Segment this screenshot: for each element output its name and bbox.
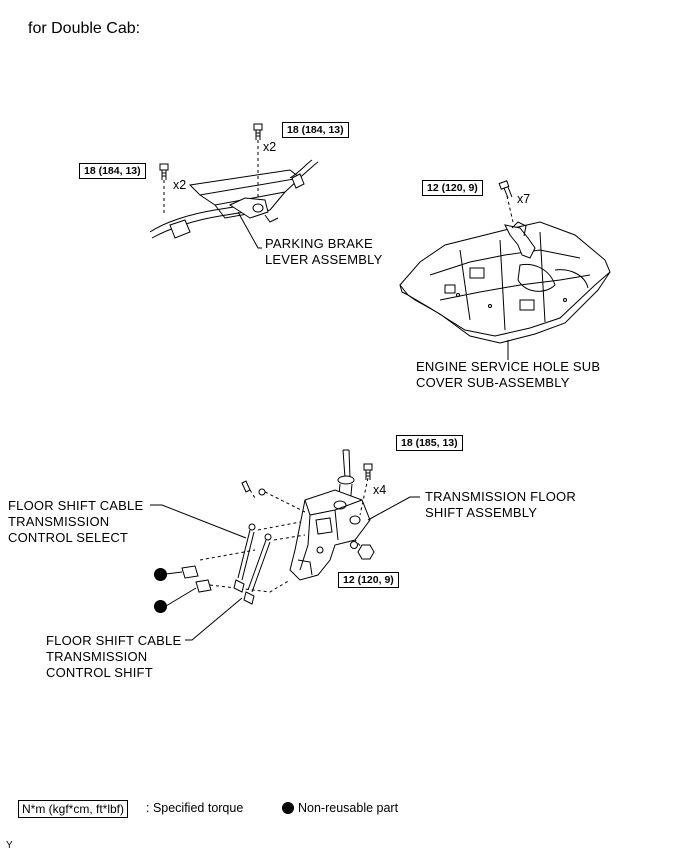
torque-spec-2: 18 (184, 13) (79, 163, 146, 179)
label-engine-cover-1: ENGINE SERVICE HOLE SUB (416, 359, 601, 374)
leader-dot-2 (165, 587, 197, 607)
label-select-cable-3: CONTROL SELECT (8, 530, 129, 545)
torque-spec-5: 12 (120, 9) (338, 572, 399, 588)
leader-dot-1 (165, 571, 183, 575)
engine-cover-drawing (399, 221, 611, 344)
shift-cable-drawing (243, 533, 272, 605)
dashed-leader (273, 534, 306, 541)
quantity-1: x2 (263, 140, 277, 154)
label-shift-cable-1: FLOOR SHIFT CABLE (46, 633, 182, 648)
torque-spec-4: 18 (185, 13) (396, 435, 463, 451)
label-select-cable-2: TRANSMISSION (8, 514, 110, 529)
parking-brake-lever-drawing (149, 159, 319, 239)
dashed-leader (249, 489, 256, 499)
quantity-3: x7 (517, 192, 531, 206)
label-parking-brake-1: PARKING BRAKE (265, 236, 373, 251)
quantity-2: x2 (173, 178, 187, 192)
bolt-icon (159, 163, 169, 180)
label-floor-shift-1: TRANSMISSION FLOOR (425, 489, 576, 504)
dashed-leader (264, 491, 306, 513)
clip-icon (195, 579, 212, 593)
page-header: for Double Cab: (28, 20, 141, 37)
legend-torque-text: : Specified torque (146, 801, 244, 815)
bolt-icon (253, 123, 263, 140)
legend-dot-icon (282, 802, 294, 814)
label-shift-cable-2: TRANSMISSION (46, 649, 148, 664)
dashed-leader (199, 549, 256, 561)
leader-floor-shift (367, 496, 420, 521)
bolt-icon (363, 463, 373, 480)
leader-shift-cable (185, 597, 243, 641)
legend-torque-box: N*m (kgf*cm, ft*lbf) (18, 800, 129, 818)
non-reusable-dot-icon (154, 568, 167, 581)
select-cable-drawing (233, 523, 256, 593)
floor-shift-drawing (241, 449, 371, 581)
label-floor-shift-2: SHIFT ASSEMBLY (425, 505, 538, 520)
dashed-leader (257, 521, 301, 531)
clip-icon (181, 565, 199, 579)
leader-parking-brake (237, 211, 262, 249)
legend-nonreusable-text: Non-reusable part (298, 801, 399, 815)
quantity-4: x4 (373, 483, 387, 497)
label-shift-cable-3: CONTROL SHIFT (46, 665, 153, 680)
corner-mark: Y (6, 840, 13, 851)
nut-icon (357, 544, 375, 560)
label-engine-cover-2: COVER SUB-ASSEMBLY (416, 375, 570, 390)
label-parking-brake-2: LEVER ASSEMBLY (265, 252, 383, 267)
dashed-leader (209, 579, 291, 593)
torque-spec-3: 12 (120, 9) (422, 180, 483, 196)
bolt-leader-3 (506, 195, 514, 223)
label-select-cable-1: FLOOR SHIFT CABLE (8, 498, 144, 513)
leader-select-cable (150, 504, 247, 539)
non-reusable-dot-icon (154, 600, 167, 613)
dashed-leader (359, 477, 369, 516)
torque-spec-1: 18 (184, 13) (282, 122, 349, 138)
bolt-icon (498, 180, 513, 199)
